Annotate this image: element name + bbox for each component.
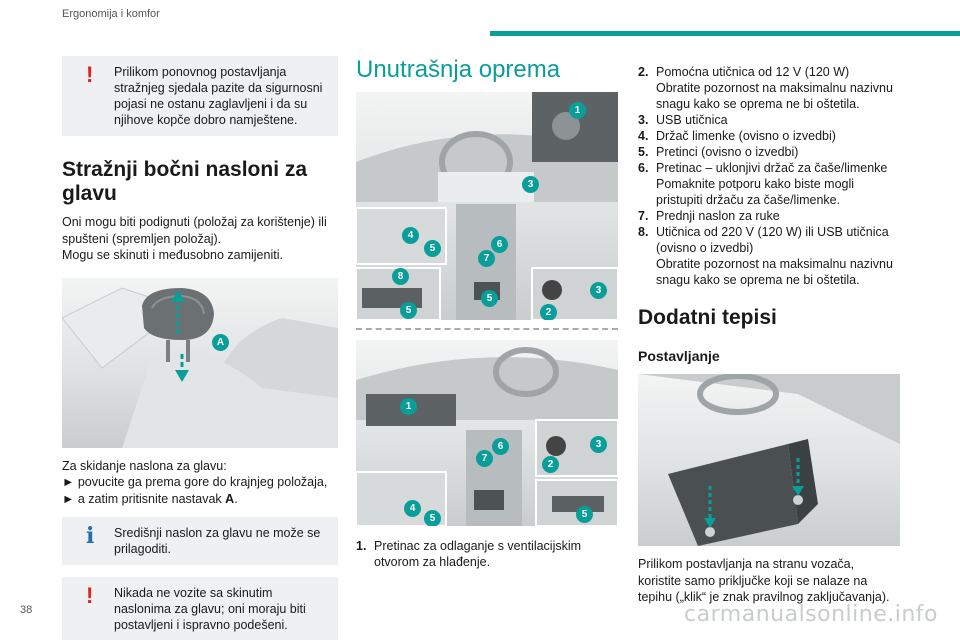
item-number: 7. [638,209,649,223]
headrest-intro-1: Oni mogu biti podignuti (položaj za kori… [62,215,327,246]
warning-text: Nikada ne vozite sa skinutim naslonima z… [114,586,306,632]
warning-notice-seatbelts: ! Prilikom ponovnog postavljanja stražnj… [62,56,338,136]
equipment-item-1: 1. Pretinac za odlaganje s ventilacijski… [356,538,618,570]
interior-illustration-bottom: 1 6 7 3 2 4 5 5 [356,340,618,526]
step-1-text: povucite ga prema gore do krajnjeg polož… [77,475,328,489]
headrest-illustration: A [62,277,338,448]
floor-mat-install-text: Prilikom postavljanja na stranu vozača, … [638,557,890,604]
warning-icon: ! [86,62,94,87]
item-body: USB utičnica [656,112,728,128]
interior-drawing-bottom [356,347,618,526]
callout-4: 4 [404,500,421,517]
callout-a: A [212,333,229,351]
divider-dashed [356,328,618,330]
removal-step-1: ► povucite ga prema gore do krajnjeg pol… [62,474,338,491]
equipment-item: 4. Držač limenke (ovisno o izvedbi) [638,128,900,144]
right-column: 2. Pomoćna utičnica od 12 V (120 W) Obrati… [638,64,900,606]
item-line: Obratite pozornost na maksimalnu nazivnu… [656,257,893,287]
callout-8: 8 [392,268,409,285]
warning-icon: ! [86,583,94,608]
equipment-item: 2. Pomoćna utičnica od 12 V (120 W) Obrati… [638,64,900,112]
step-2-text-prefix: a zatim pritisnite nastavak [77,491,226,506]
middle-column: Unutrašnja oprema 1 3 4 5 6 7 8 5 5 3 2 [356,56,618,570]
item-line: Držač limenke (ovisno o izvedbi) [656,129,836,143]
item-line: USB utičnica [656,113,728,127]
callout-5: 5 [424,510,441,526]
item-line: Pretinac – uklonjivi držač za čaše/limen… [656,161,888,175]
item-line: Pomaknite potporu kako biste mogli prist… [656,177,855,207]
subsection-title-installation: Postavljanje [638,348,720,364]
callout-3: 3 [590,282,607,299]
item-line: Obratite pozornost na maksimalnu nazivnu… [656,81,893,111]
item-body: Utičnica od 220 V (120 W) ili USB utični… [656,224,900,288]
step-2-text-suffix: . [234,491,238,506]
equipment-list: 2. Pomoćna utičnica od 12 V (120 W) Obrati… [638,64,900,288]
running-header: Ergonomija i komfor [62,8,160,20]
step-marker: ► [62,475,75,489]
info-text: Središnji naslon za glavu ne može se pri… [114,526,321,556]
callout-6: 6 [491,236,508,253]
headrest-drawing [62,286,338,448]
callout-6: 6 [492,438,509,455]
headrest-intro-2: Mogu se skinuti i međusobno zamijeniti. [62,248,283,262]
warning-notice-headrests: ! Nikada ne vozite sa skinutim naslonima… [62,577,338,640]
item-line: Pretinci (ovisno o izvedbi) [656,145,799,159]
left-column: ! Prilikom ponovnog postavljanja stražnj… [62,50,338,640]
interior-drawing-top [356,92,618,320]
item-number: 4. [638,129,649,143]
header-accent-bar [490,31,960,36]
item-body: Pomoćna utičnica od 12 V (120 W) Obratite… [656,64,900,112]
item-line: Prednji naslon za ruke [656,209,780,223]
info-notice-center-headrest: i Središnji naslon za glavu ne može se p… [62,517,338,565]
callout-3: 3 [590,436,607,453]
equipment-item: 7. Prednji naslon za ruke [638,208,900,224]
callout-3: 3 [522,176,539,193]
section-title-rear-headrests: Stražnji bočni nasloni za glavu [62,158,308,205]
item-number: 2. [638,65,649,79]
callout-1: 1 [569,102,586,119]
callout-1: 1 [400,398,417,415]
interior-illustration-top: 1 3 4 5 6 7 8 5 5 3 2 [356,92,618,320]
callout-4: 4 [402,227,419,244]
callout-5: 5 [481,290,498,307]
section-title-interior: Unutrašnja oprema [356,56,561,83]
equipment-item: 5. Pretinci (ovisno o izvedbi) [638,144,900,160]
warning-text: Prilikom ponovnog postavljanja stražnjeg… [114,65,323,127]
section-title-extra-mats: Dodatni tepisi [638,306,777,329]
item-number: 6. [638,161,649,175]
item-text: Pretinac za odlaganje s ventilacijskim o… [374,539,582,569]
item-line: Pomoćna utičnica od 12 V (120 W) [656,65,850,79]
callout-7: 7 [476,450,493,467]
item-number: 8. [638,225,649,239]
callout-2: 2 [542,456,559,473]
item-body: Pretinac – uklonjivi držač za čaše/limen… [656,160,900,208]
page-number: 38 [20,604,33,616]
item-line: Utičnica od 220 V (120 W) ili USB utični… [656,225,889,255]
callout-5: 5 [400,302,417,319]
floor-mat-drawing [638,374,900,546]
equipment-item: 3. USB utičnica [638,112,900,128]
equipment-item: 8. Utičnica od 220 V (120 W) ili USB utič… [638,224,900,288]
removal-step-2: ► a zatim pritisnite nastavak A. [62,491,338,508]
item-number: 3. [638,113,649,127]
callout-7: 7 [478,250,495,267]
watermark: carmanualsonline.info [684,602,938,627]
floor-mat-illustration [638,374,900,546]
item-body: Pretinci (ovisno o izvedbi) [656,144,798,160]
step-2-text-bold: A [225,491,235,506]
item-number: 5. [638,145,649,159]
info-icon: i [86,523,95,549]
equipment-item: 6. Pretinac – uklonjivi držač za čaše/lim… [638,160,900,208]
item-number: 1. [356,539,367,553]
step-marker: ► [62,491,75,506]
removal-title: Za skidanje naslona za glavu: [62,458,227,473]
item-body: Držač limenke (ovisno o izvedbi) [656,128,836,144]
callout-2: 2 [540,304,557,320]
callout-5: 5 [576,506,593,523]
callout-5: 5 [424,240,441,257]
item-body: Prednji naslon za ruke [656,208,780,224]
